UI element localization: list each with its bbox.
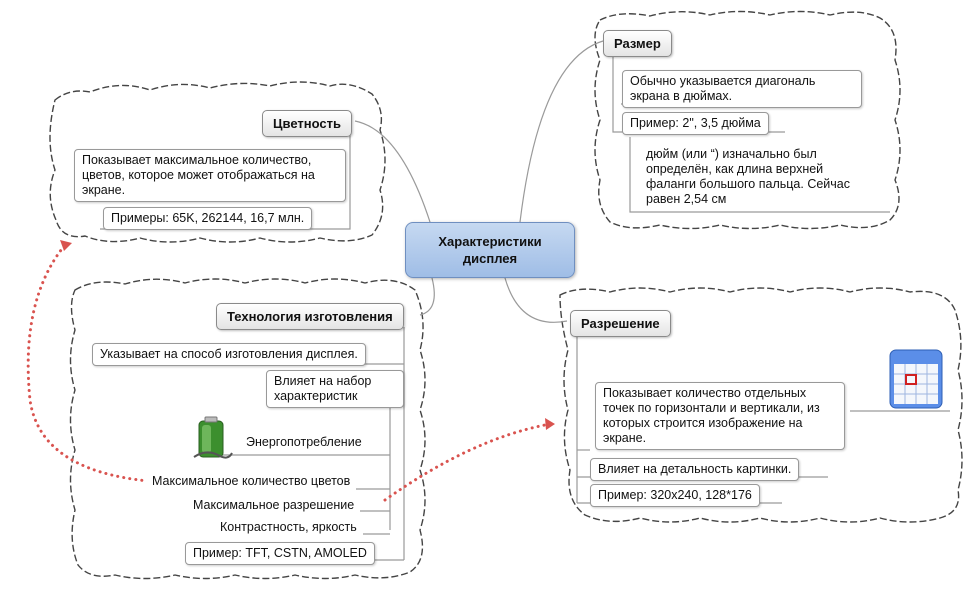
tehnologiya-example[interactable]: Пример: TFT, CSTN, AMOLED (185, 542, 375, 565)
tsvetnost-example[interactable]: Примеры: 65K, 262144, 16,7 млн. (103, 207, 313, 230)
razreshenie-example[interactable]: Пример: 320x240, 128*176 (590, 484, 760, 507)
razreshenie-description[interactable]: Показывает количество отдельных точек по… (595, 382, 845, 450)
topic-tehnologiya[interactable]: Технология изготовления (216, 303, 404, 330)
cloud-razmer (594, 10, 901, 230)
tsvetnost-description[interactable]: Показывает максимальное количество, цвет… (74, 149, 346, 202)
cloud-razreshenie (559, 287, 963, 523)
razreshenie-detail[interactable]: Влияет на детальность картинки. (590, 458, 800, 481)
razmer-example[interactable]: Пример: 2", 3,5 дюйма (622, 112, 769, 135)
tehnologiya-description[interactable]: Указывает на способ изготовления дисплея… (92, 343, 366, 366)
cloud-tehnologiya (69, 278, 426, 580)
topic-razreshenie[interactable]: Разрешение (570, 310, 671, 337)
center-topic-line2: дисплея (462, 251, 518, 266)
center-topic-line1: Характеристики (438, 234, 542, 249)
calendar-icon (889, 349, 943, 409)
branch-tehnologiya (419, 277, 435, 316)
razmer-description[interactable]: Обычно указывается диагональ экрана в дю… (622, 70, 862, 108)
tehnologiya-item-max-resolution[interactable]: Максимальное разрешение (187, 496, 361, 515)
tehnologiya-item-contrast[interactable]: Контрастность, яркость (214, 518, 363, 537)
tehnologiya-item-max-colors[interactable]: Максимальное количество цветов (146, 472, 357, 491)
razmer-note[interactable]: дюйм (или “) изначально был определён, к… (640, 145, 875, 209)
arrowhead-colors (60, 240, 72, 251)
tehnologiya-influence[interactable]: Влияет на набор характеристик (266, 370, 404, 408)
tehnologiya-item-energy[interactable]: Энергопотребление (240, 433, 368, 452)
arrowhead-resolution (545, 418, 555, 430)
center-topic[interactable]: Характеристики дисплея (405, 222, 575, 278)
cloud-tsvetnost (49, 81, 386, 243)
branch-razreshenie (504, 277, 568, 323)
branch-tsvetnost (354, 120, 431, 223)
relation-colors (26, 243, 150, 483)
branch-razmer (519, 40, 604, 223)
topic-razmer[interactable]: Размер (603, 30, 672, 57)
topic-tsvetnost[interactable]: Цветность (262, 110, 352, 137)
battery-icon (193, 416, 233, 459)
relation-resolution (383, 423, 547, 502)
